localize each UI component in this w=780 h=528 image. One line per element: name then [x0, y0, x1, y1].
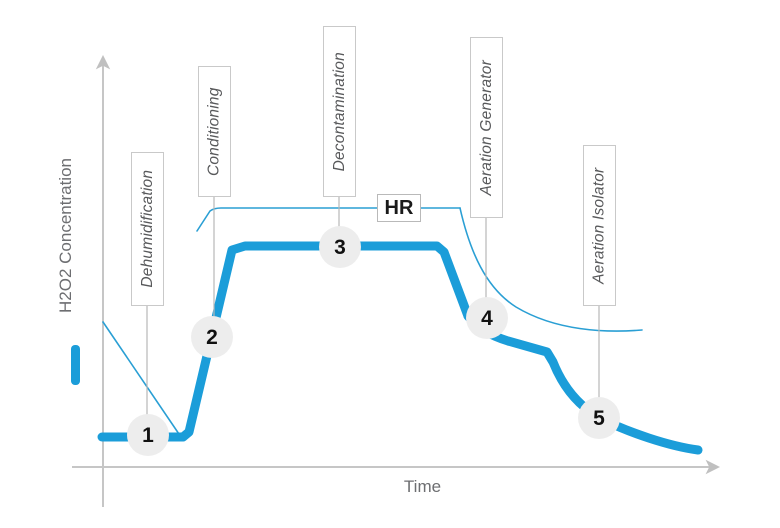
hr-line-segment-plateau: [196, 207, 461, 232]
y-axis-title: H2O2 Concentration: [48, 135, 82, 335]
step-marker-4[interactable]: 4: [466, 297, 508, 339]
legend-color-swatch: [71, 345, 80, 385]
step-marker-4-label: 4: [481, 306, 493, 330]
step-marker-2-label: 2: [206, 325, 218, 349]
step-marker-3-label: 3: [334, 235, 346, 259]
callout-aeration-isolator-label: Aeration Isolator: [590, 167, 608, 284]
step-marker-3[interactable]: 3: [319, 226, 361, 268]
step-marker-5[interactable]: 5: [578, 397, 620, 439]
callout-aeration-generator-label: Aeration Generator: [477, 59, 495, 196]
callout-decontamination-label: Decontamination: [330, 51, 348, 172]
y-axis-title-text: H2O2 Concentration: [55, 157, 75, 313]
callout-decontamination: Decontamination: [323, 26, 356, 197]
step-marker-1-label: 1: [142, 423, 154, 447]
step-marker-2[interactable]: 2: [191, 316, 233, 358]
step-marker-5-label: 5: [593, 406, 605, 430]
callout-aeration-isolator: Aeration Isolator: [583, 145, 616, 306]
callout-aeration-generator: Aeration Generator: [470, 37, 503, 218]
hr-thin-line-series: [102, 207, 643, 438]
h2o2-segment-conditioning-decontamination: [178, 241, 473, 442]
x-axis-title: Time: [403, 477, 442, 496]
callout-conditioning-label: Conditioning: [205, 87, 223, 176]
callout-hr-label: HR: [384, 197, 414, 219]
callout-hr: HR: [377, 194, 421, 222]
hr-line-segment-aeration-decay: [459, 207, 643, 332]
hr-line-segment-descent: [102, 321, 182, 438]
callout-conditioning: Conditioning: [198, 66, 231, 197]
callout-dehumidification: Dehumidification: [131, 152, 164, 306]
step-marker-1[interactable]: 1: [127, 414, 169, 456]
callout-dehumidification-label: Dehumidification: [138, 170, 156, 288]
